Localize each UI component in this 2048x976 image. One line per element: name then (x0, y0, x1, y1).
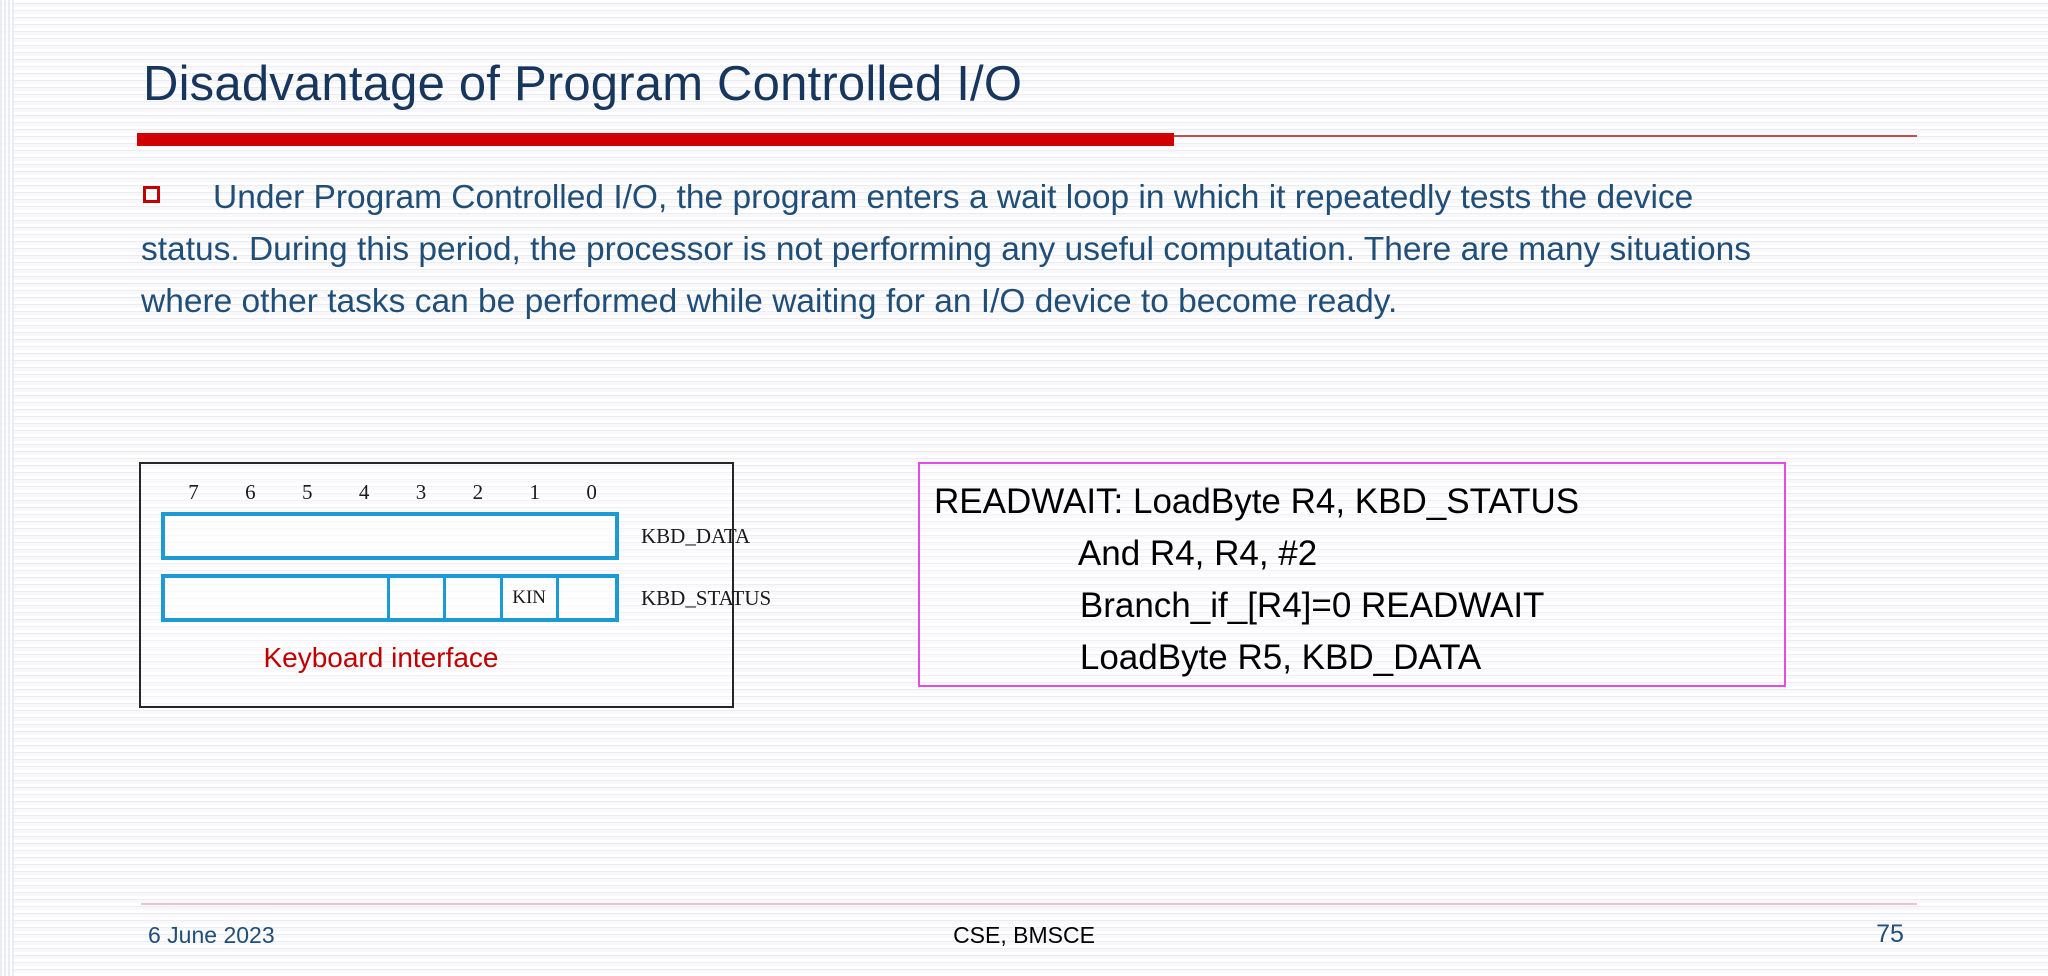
register-cell-status-bit-3 (390, 578, 447, 618)
code-line-3: Branch_if_[R4]=0 READWAIT (934, 586, 1545, 625)
register-cell-status-bit-2 (446, 578, 503, 618)
footer-page-number: 75 (1876, 920, 1904, 948)
register-cell-data-all (165, 516, 615, 556)
footer-date: 6 June 2023 (148, 922, 275, 948)
title-underline-thick (137, 133, 1174, 146)
code-line-4: LoadByte R5, KBD_DATA (934, 638, 1482, 677)
register-label-kbd-data: KBD_DATA (641, 524, 751, 548)
bit-label-1: 1 (529, 480, 540, 504)
bit-index-row: 7 6 5 4 3 2 1 0 (165, 480, 620, 505)
body-paragraph-block: Under Program Controlled I/O, the progra… (141, 172, 1801, 328)
bit-label-3: 3 (415, 480, 427, 504)
bit-label-4: 4 (358, 480, 370, 504)
register-kbd-data (161, 512, 619, 560)
code-line-1: READWAIT: LoadByte R4, KBD_STATUS (934, 482, 1580, 521)
bit-label-7: 7 (188, 480, 199, 504)
register-cell-status-bits-7-4 (165, 578, 390, 618)
figure-caption: Keyboard interface (263, 642, 499, 673)
hollow-square-bullet-icon (143, 186, 160, 203)
bit-label-0: 0 (586, 480, 597, 504)
register-label-kbd-status: KBD_STATUS (641, 586, 772, 610)
code-line-2: And R4, R4, #2 (934, 534, 1318, 573)
background-texture-edge (0, 0, 14, 976)
page-title: Disadvantage of Program Controlled I/O (143, 57, 1023, 111)
bit-label-2: 2 (472, 480, 484, 504)
bit-label-6: 6 (245, 480, 256, 504)
keyboard-interface-figure: 7 6 5 4 3 2 1 0 KBD_DATA KIN KBD_STATUS … (139, 462, 771, 708)
register-kbd-status: KIN (161, 574, 619, 622)
body-paragraph-text: Under Program Controlled I/O, the progra… (141, 179, 1752, 320)
register-cell-status-bit-1-kin: KIN (503, 578, 559, 618)
register-cell-status-bit-0 (559, 578, 615, 618)
footer-divider (141, 903, 1917, 905)
footer-organization: CSE, BMSCE (953, 922, 1095, 948)
bit-label-5: 5 (301, 480, 313, 504)
code-listing-box: READWAIT: LoadByte R4, KBD_STATUS And R4… (918, 462, 1786, 687)
